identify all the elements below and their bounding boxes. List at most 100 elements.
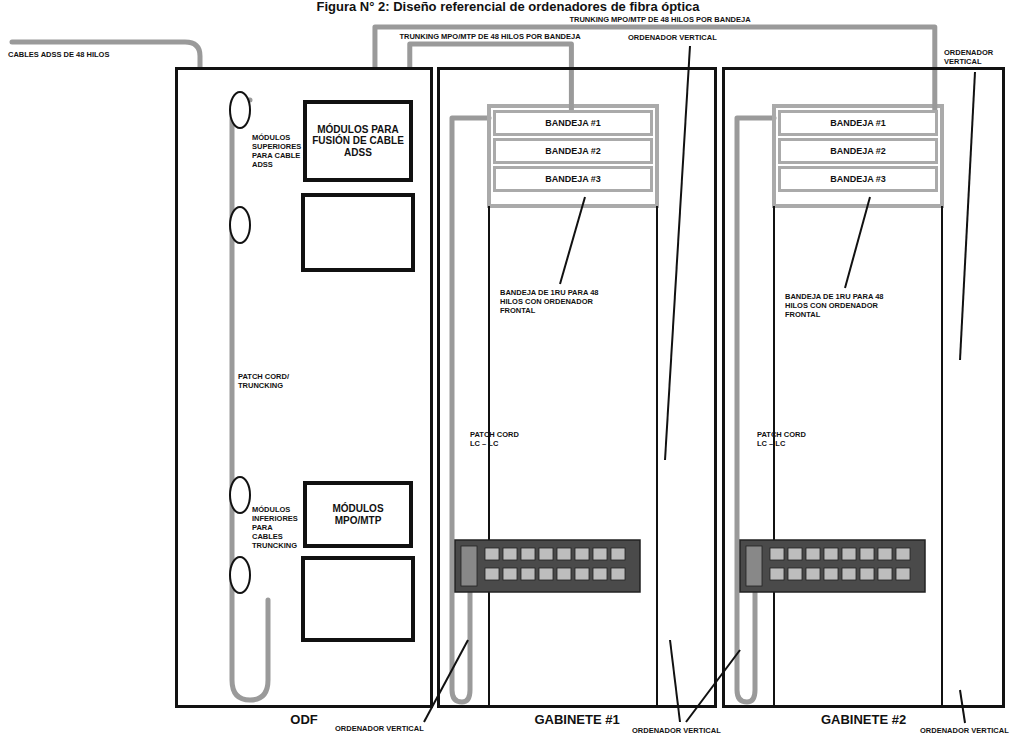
leader-lines (424, 46, 975, 723)
switch-port-module (842, 548, 856, 560)
switch-port-module (824, 568, 838, 580)
vertical-organizer (773, 206, 775, 708)
box-label: MÓDULOS PARA FUSIÓN DE CABLE ADSS (311, 124, 405, 159)
switch-port-module (575, 548, 589, 560)
tray-group (489, 106, 657, 206)
cable-label: TRUNKING MPO/MTP DE 48 HILOS POR BANDEJA (566, 15, 753, 24)
patch-cord (737, 118, 774, 702)
switch-port-module (593, 548, 607, 560)
switch-port-module (503, 568, 517, 580)
tray-box: BANDEJA #1 (493, 110, 653, 136)
box-label: BANDEJA #3 (545, 174, 601, 184)
switch-port-module (485, 568, 499, 580)
switch-port-module (896, 568, 910, 580)
patch-cord (452, 118, 489, 702)
tray-box: BANDEJA #3 (493, 166, 653, 192)
switch-port-module (521, 548, 535, 560)
switch-port-module (539, 548, 553, 560)
switch-port-module (806, 568, 820, 580)
leader-line (670, 640, 680, 722)
trunking-cable (410, 44, 572, 110)
box-label: BANDEJA #1 (545, 118, 601, 128)
callout-label: MÓDULOS SUPERIORES PARA CABLE ADSS (252, 133, 302, 169)
leader-line (665, 46, 690, 460)
switch-port-module (575, 568, 589, 580)
leader-line (845, 197, 870, 288)
odf-patch-loop (232, 100, 268, 700)
switch-port-module (806, 548, 820, 560)
cabinet-frame: GABINETE #1BANDEJA #1BANDEJA #2BANDEJA #… (437, 67, 717, 708)
cable-ring (230, 92, 250, 128)
leader-line (960, 72, 975, 360)
tray-box: BANDEJA #2 (493, 138, 653, 164)
fusion-module-box: MÓDULOS PARA FUSIÓN DE CABLE ADSS (303, 100, 413, 182)
tray-box: BANDEJA #3 (778, 166, 938, 192)
switch-chassis (740, 540, 925, 592)
callout-label: PATCH CORD LC – LC (757, 430, 817, 448)
odf-frame: ODFMÓDULOS PARA FUSIÓN DE CABLE ADSSMÓDU… (175, 67, 433, 708)
cable-label: TRUNKING MPO/MTP DE 48 HILOS POR BANDEJA (396, 32, 583, 41)
switch-port-module (878, 568, 892, 580)
tray-box: BANDEJA #2 (778, 138, 938, 164)
switch-port-module (770, 548, 784, 560)
figure-title: Figura N° 2: Diseño referencial de orden… (0, 0, 1016, 14)
box-label: BANDEJA #1 (830, 118, 886, 128)
box-label: BANDEJA #2 (545, 146, 601, 156)
equipment (455, 540, 925, 592)
switch-port-module (611, 568, 625, 580)
switch-port-module (788, 548, 802, 560)
cabinet-frame: GABINETE #2BANDEJA #1BANDEJA #2BANDEJA #… (722, 67, 1005, 708)
cable-ring (230, 477, 250, 513)
switch-handle (746, 546, 762, 586)
switch-port-module (824, 548, 838, 560)
switch-port-module (485, 548, 499, 560)
switch-port-module (521, 568, 535, 580)
callout-label: PATCH CORD/ TRUNCKING (238, 372, 300, 390)
switch-port-module (539, 568, 553, 580)
callout-label: ORDENADOR VERTICAL (628, 33, 728, 42)
mpo-module-box: MÓDULOS MPO/MTP (303, 481, 413, 548)
switch-port-module (842, 568, 856, 580)
empty-module (303, 558, 413, 640)
switch-port-module (878, 548, 892, 560)
tray-group (774, 106, 942, 206)
leader-line (560, 197, 585, 284)
switch-port-module (860, 568, 874, 580)
frame-heading: GABINETE #2 (685, 712, 1016, 727)
switch-port-module (896, 548, 910, 560)
switch-port-module (593, 568, 607, 580)
callout-label: CABLES ADSS DE 48 HILOS (8, 50, 168, 59)
box-label: MÓDULOS MPO/MTP (311, 503, 405, 526)
empty-modules (303, 195, 413, 640)
vertical-organizer (488, 206, 490, 708)
leader-line (686, 650, 740, 722)
cable-rings (230, 92, 250, 593)
callout-label: BANDEJA DE 1RU PARA 48 HILOS CON ORDENAD… (785, 292, 897, 319)
vertical-organizer (941, 206, 943, 708)
switch-port-module (557, 568, 571, 580)
cable-lines (12, 42, 774, 702)
callout-label: MÓDULOS INFERIORES PARA CABLES TRUNCKING (252, 505, 302, 550)
switch-port-module (860, 548, 874, 560)
callout-label: ORDENADOR VERTICAL (944, 48, 1010, 66)
callout-label: BANDEJA DE 1RU PARA 48 HILOS CON ORDENAD… (500, 288, 612, 315)
callout-label: PATCH CORD LC – LC (470, 430, 530, 448)
switch-port-module (770, 568, 784, 580)
frame-heading: GABINETE #1 (400, 712, 754, 727)
cable-ring (230, 207, 250, 243)
switch-port-module (503, 548, 517, 560)
box-label: BANDEJA #3 (830, 174, 886, 184)
switch-handle (461, 546, 477, 586)
switch-port-module (788, 568, 802, 580)
switch-chassis (455, 540, 640, 592)
vertical-organizer (656, 206, 658, 708)
switch-port-module (557, 548, 571, 560)
tray-box: BANDEJA #1 (778, 110, 938, 136)
callout-label: ORDENADOR VERTICAL (632, 726, 727, 735)
callout-label: ORDENADOR VERTICAL (335, 724, 430, 733)
callout-label: ORDENADOR VERTICAL (920, 726, 1012, 735)
empty-module (303, 195, 413, 270)
box-label: BANDEJA #2 (830, 146, 886, 156)
